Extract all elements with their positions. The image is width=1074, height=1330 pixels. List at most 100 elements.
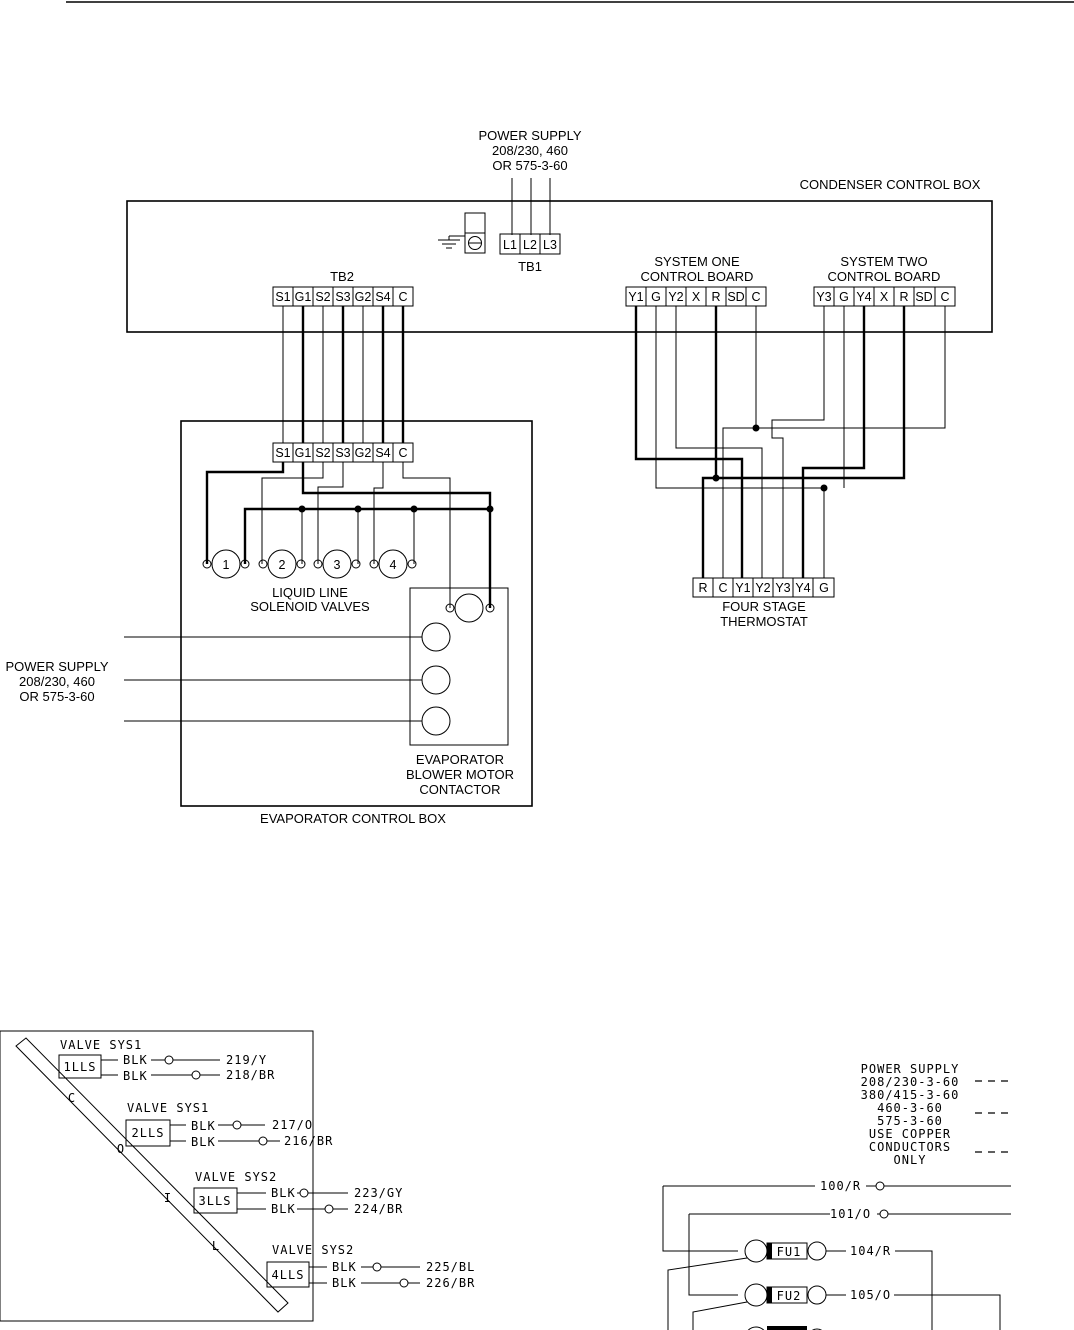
tb2-terminal: G1 [295,290,312,304]
svg-text:VALVE SYS1: VALVE SYS1 [60,1038,142,1052]
condenser-box-title: CONDENSER CONTROL BOX [800,177,981,192]
system-two-terminal: R [899,290,908,304]
svg-text:3: 3 [334,558,341,572]
tb2-terminal-block: S1 G1 S2 S3 G2 S4 C [272,286,414,307]
svg-text:460-3-60: 460-3-60 [877,1101,943,1115]
system-two-terminal: G [839,290,849,304]
svg-text:OR 575-3-60: OR 575-3-60 [19,689,94,704]
tb1-terminal: L3 [543,238,557,252]
svg-text:O: O [117,1142,125,1156]
evaporator-terminal: S1 [275,446,290,460]
svg-text:FU2: FU2 [777,1289,802,1303]
thermostat-terminal-block: R C Y1 Y2 Y3 Y4 G [692,577,835,598]
thermostat-label: FOUR STAGE THERMOSTAT [720,599,808,629]
svg-text:208/230, 460: 208/230, 460 [492,143,568,158]
thermostat-terminal: Y3 [775,581,790,595]
svg-text:CONTROL BOARD: CONTROL BOARD [641,269,754,284]
evaporator-terminal: G1 [295,446,312,460]
coil-bar: C O I L [15,1037,289,1313]
svg-text:4LLS: 4LLS [272,1268,305,1282]
svg-text:219/Y: 219/Y [226,1053,267,1067]
tb1-label: TB1 [518,259,542,274]
svg-text:VALVE SYS1: VALVE SYS1 [127,1101,209,1115]
tb2-terminal: S3 [335,290,350,304]
svg-text:224/BR: 224/BR [354,1202,403,1216]
svg-text:BLK: BLK [271,1186,296,1200]
evaporator-internal-wiring [205,462,494,608]
evaporator-terminal: C [398,446,407,460]
tb2-terminal: S2 [315,290,330,304]
svg-text:SOLENOID VALVES: SOLENOID VALVES [250,599,370,614]
system-one-terminal: R [711,290,720,304]
system-two-terminal: X [880,290,889,304]
svg-text:L: L [212,1239,220,1253]
tb2-terminal: G2 [355,290,372,304]
svg-text:BLOWER MOTOR: BLOWER MOTOR [406,767,514,782]
valve-3lls: VALVE SYS2 3LLS BLK BLK 223/GY 224/BR [193,1170,403,1216]
svg-text:BLK: BLK [123,1069,148,1083]
svg-text:SYSTEM TWO: SYSTEM TWO [840,254,927,269]
svg-text:2: 2 [279,558,286,572]
contactor-label: EVAPORATOR BLOWER MOTOR CONTACTOR [406,752,514,797]
svg-text:380/415-3-60: 380/415-3-60 [861,1088,960,1102]
svg-text:POWER SUPPLY: POWER SUPPLY [861,1062,960,1076]
solenoid-valves-label: LIQUID LINE SOLENOID VALVES [250,585,370,614]
evaporator-terminal: S3 [335,446,350,460]
system-one-terminal: G [651,290,661,304]
system-two-terminal: C [940,290,949,304]
ground-icon [438,212,486,254]
left-power-supply-wires [124,636,422,722]
system-one-terminal: Y2 [668,290,683,304]
thermostat-terminal: G [819,581,829,595]
valve-1lls: VALVE SYS1 1LLS BLK BLK 219/Y 218/BR [58,1038,275,1083]
svg-text:EVAPORATOR: EVAPORATOR [416,752,504,767]
tb1-terminal-block: L1 L2 L3 [499,233,561,255]
system-one-terminal: Y1 [628,290,643,304]
system-one-terminal: SD [727,290,744,304]
valve-4lls: VALVE SYS2 4LLS BLK BLK 225/BL 226/BR [266,1243,474,1290]
tb2-terminal: C [398,290,407,304]
svg-text:100/R: 100/R [820,1179,861,1193]
left-power-supply-label: POWER SUPPLY 208/230, 460 OR 575-3-60 [5,659,108,704]
svg-text:CONTROL BOARD: CONTROL BOARD [828,269,941,284]
svg-text:OR 575-3-60: OR 575-3-60 [492,158,567,173]
svg-text:BLK: BLK [332,1276,357,1290]
thermostat-wiring [634,306,946,578]
tb2-terminal: S4 [375,290,390,304]
blower-motor-contactor [409,587,509,746]
solenoid-valve: 2 [258,549,306,579]
system-two-terminal: Y3 [816,290,831,304]
valve-2lls: VALVE SYS1 2LLS BLK BLK 217/O 216/BR [125,1101,332,1149]
system-one-terminal: C [751,290,760,304]
svg-text:1LLS: 1LLS [64,1060,97,1074]
evaporator-terminal: G2 [355,446,372,460]
svg-text:208/230-3-60: 208/230-3-60 [861,1075,960,1089]
svg-text:BLK: BLK [123,1053,148,1067]
svg-text:208/230, 460: 208/230, 460 [19,674,95,689]
svg-text:VALVE SYS2: VALVE SYS2 [195,1170,277,1184]
svg-text:218/BR: 218/BR [226,1068,275,1082]
condenser-control-box [126,200,993,333]
svg-text:I: I [164,1191,172,1205]
svg-text:LIQUID LINE: LIQUID LINE [272,585,348,600]
thermostat-terminal: Y4 [795,581,810,595]
svg-text:575-3-60: 575-3-60 [877,1114,943,1128]
coil-panel [0,1030,314,1322]
evaporator-control-box [180,420,533,807]
svg-text:C: C [68,1091,76,1105]
svg-text:FU1: FU1 [777,1245,802,1259]
svg-text:CONDUCTORS: CONDUCTORS [869,1140,951,1154]
svg-text:101/O: 101/O [830,1207,871,1221]
svg-text:USE COPPER: USE COPPER [869,1127,951,1141]
svg-text:1: 1 [223,558,230,572]
svg-text:CONTACTOR: CONTACTOR [419,782,500,797]
power-panel-wiring: 100/R 101/O FU1 104/R FU2 105/O [662,1179,1011,1330]
thermostat-terminal: R [698,581,707,595]
system-one-terminal-block: Y1 G Y2 X R SD C [625,286,767,307]
svg-text:SYSTEM ONE: SYSTEM ONE [654,254,740,269]
evaporator-terminal: S4 [375,446,390,460]
tb1-terminal: L2 [523,238,537,252]
svg-text:3LLS: 3LLS [199,1194,232,1208]
svg-text:2LLS: 2LLS [132,1126,165,1140]
